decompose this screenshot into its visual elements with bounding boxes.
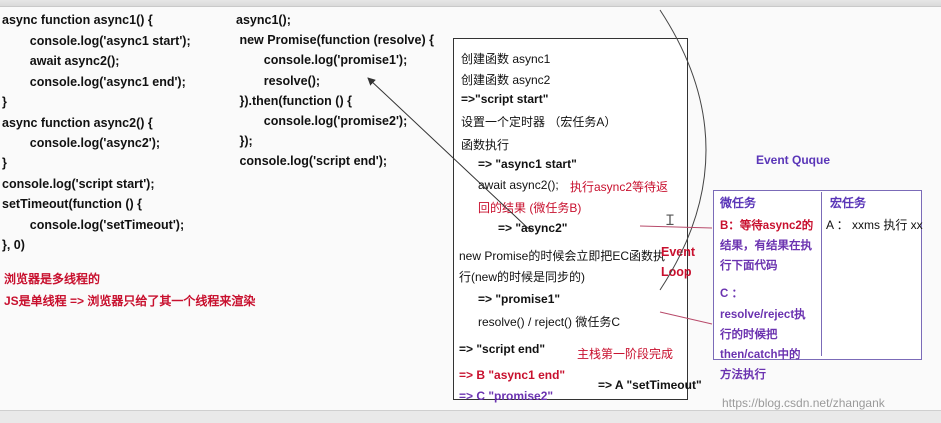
execution-steps-box: [453, 38, 688, 400]
promise-arrow-line: [367, 77, 533, 233]
note-single-thread: JS是单线程 => 浏览器只给了其一个线程来渲染: [4, 294, 256, 308]
micro-task-c: then/catch中的: [720, 349, 801, 361]
event-queue-title: Event Quque: [756, 153, 831, 167]
code-line: });: [236, 134, 253, 148]
step-text: => C "promise2": [459, 389, 554, 403]
micro-task-c: 方法执行: [720, 369, 766, 381]
code-line: async1();: [236, 13, 291, 27]
step-text: => "promise1": [478, 292, 561, 306]
event-loop-label: Event: [661, 245, 696, 259]
code-line: resolve();: [236, 74, 321, 88]
micro-task-c: 行的时候把: [720, 329, 778, 341]
micro-task-b: 结果，有结果在执: [720, 240, 812, 252]
step-text: 行(new的时候是同步的): [459, 270, 586, 284]
code-line: async function async1() {: [2, 13, 153, 27]
step-note: 回的结果 (微任务B): [478, 201, 582, 215]
code-line: console.log('setTimeout');: [2, 218, 185, 232]
code-line: new Promise(function (resolve) {: [236, 33, 434, 47]
step-text-settimeout: => A "setTimeout": [598, 378, 702, 392]
micro-task-c: resolve/reject执: [720, 309, 806, 321]
code-line: }).then(function () {: [236, 94, 352, 108]
step-text: 函数执行: [461, 138, 510, 152]
code-line: console.log('script start');: [2, 177, 155, 191]
micro-task-b: 行下面代码: [720, 260, 778, 272]
step-text: resolve() / reject() 微任务C: [478, 315, 621, 329]
micro-b-pointer: [639, 225, 713, 229]
horizontal-scrollbar[interactable]: [0, 410, 941, 423]
code-line: console.log('async2');: [2, 136, 161, 150]
step-text: => "async2": [498, 221, 568, 235]
step-text: =>"script start": [461, 92, 549, 106]
step-text: await async2();: [478, 178, 559, 192]
code-line: console.log('promise2');: [236, 114, 408, 128]
micro-task-header: 微任务: [720, 196, 757, 210]
text-cursor-icon: Ｉ: [663, 212, 677, 228]
window-top-bar: [0, 0, 941, 7]
step-text: new Promise的时候会立即把EC函数执: [459, 249, 666, 263]
watermark: https://blog.csdn.net/zhangank: [722, 396, 885, 410]
micro-c-pointer: [659, 311, 713, 325]
queue-divider: [821, 192, 822, 356]
step-text: 创建函数 async2: [461, 73, 551, 87]
code-line: }, 0): [2, 238, 25, 252]
macro-task-a: A ： xxms 执行 xx: [826, 218, 923, 232]
code-line: console.log('async1 end');: [2, 75, 186, 89]
event-queue-box: [713, 190, 922, 360]
step-text: 创建函数 async1: [461, 52, 551, 66]
code-line: }: [2, 95, 7, 109]
micro-task-b: B：等待async2的: [720, 220, 814, 232]
code-line: console.log('async1 start');: [2, 34, 191, 48]
code-line: async function async2() {: [2, 116, 153, 130]
step-text: => "script end": [459, 342, 546, 356]
code-line: }: [2, 156, 7, 170]
micro-task-c: C ：: [720, 288, 743, 300]
code-line: console.log('script end');: [236, 154, 388, 168]
step-note: 执行async2等待返: [570, 180, 669, 194]
step-text: => "async1 start": [478, 157, 577, 171]
code-line: await async2();: [2, 54, 120, 68]
note-multithread: 浏览器是多线程的: [4, 272, 101, 286]
code-line: setTimeout(function () {: [2, 197, 143, 211]
step-text: 设置一个定时器 （宏任务A）: [461, 115, 617, 129]
event-loop-arc: [659, 9, 707, 291]
code-line: console.log('promise1');: [236, 53, 408, 67]
macro-task-header: 宏任务: [830, 196, 867, 210]
step-note: 主栈第一阶段完成: [577, 347, 674, 361]
step-text: => B "async1 end": [459, 368, 566, 382]
